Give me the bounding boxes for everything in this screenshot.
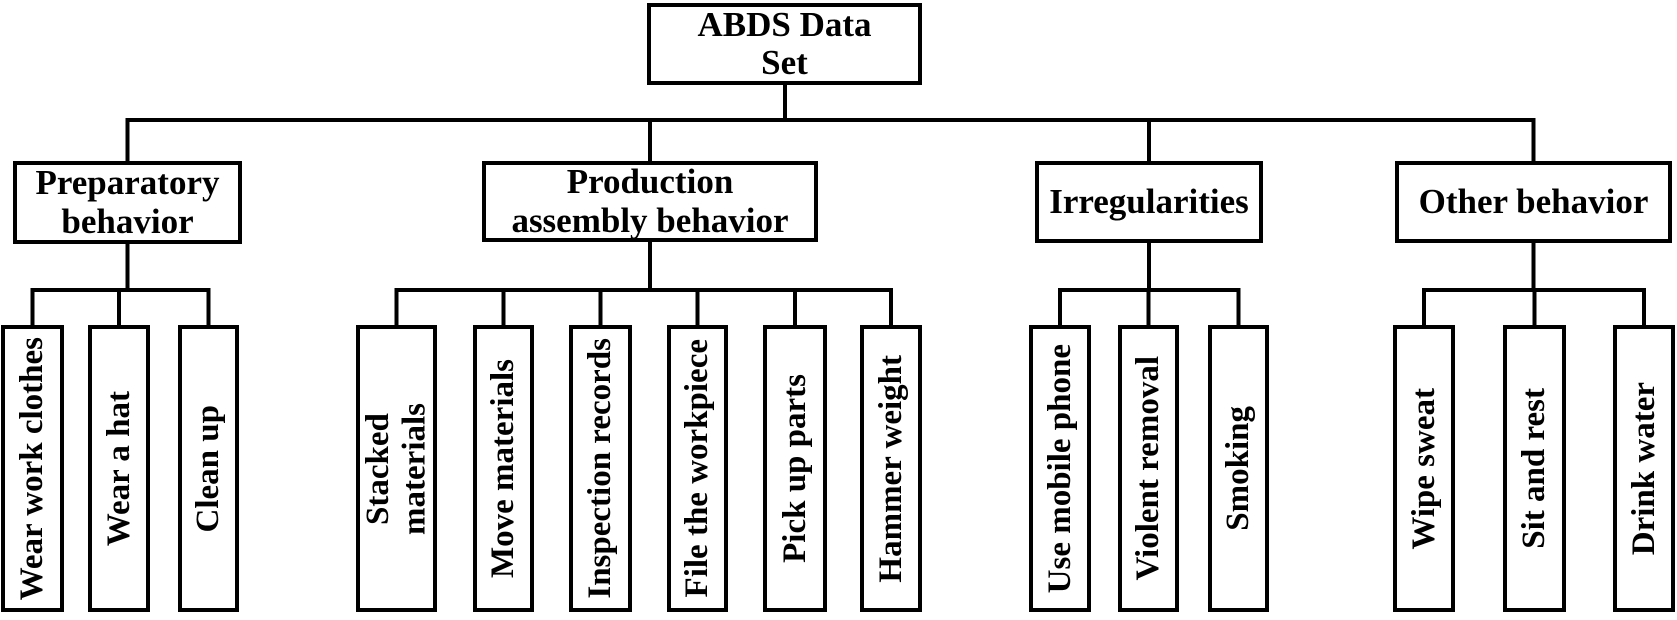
leaf-violent-removal: Violent removal — [1118, 325, 1179, 612]
node-label: Other behavior — [1418, 181, 1649, 221]
leaf-pick-up-parts: Pick up parts — [763, 325, 827, 612]
connector-group-production — [394, 240, 893, 327]
leaf-clean-up: Clean up — [178, 325, 239, 612]
leaf-label: Smoking — [1220, 406, 1257, 531]
leaf-label: Inspection records — [582, 338, 619, 599]
connector-group-other — [1422, 241, 1646, 327]
leaf-smoking: Smoking — [1208, 325, 1269, 612]
node-label: Production assembly behavior — [511, 162, 789, 240]
leaf-label: Drink water — [1625, 381, 1662, 556]
leaf-use-mobile-phone: Use mobile phone — [1029, 325, 1091, 612]
leaf-wear-work-clothes: Wear work clothes — [1, 325, 64, 612]
node-irregularities: Irregularities — [1035, 161, 1263, 243]
leaf-hammer-weight: Hammer weight — [860, 325, 922, 612]
leaf-stacked-materials: Stacked materials — [356, 325, 437, 612]
leaf-label: Use mobile phone — [1041, 343, 1078, 594]
node-preparatory-behavior: Preparatory behavior — [13, 161, 242, 244]
leaf-move-materials: Move materials — [473, 325, 534, 612]
node-label: Irregularities — [1049, 181, 1249, 221]
leaf-label: Violent removal — [1130, 356, 1167, 581]
leaf-label: Hammer weight — [872, 354, 909, 583]
node-other-behavior: Other behavior — [1395, 161, 1672, 243]
node-label: ABDS Data Set — [697, 4, 872, 82]
leaf-file-the-workpiece: File the workpiece — [667, 325, 728, 612]
leaf-label: Pick up parts — [776, 374, 813, 563]
leaf-label: Wear work clothes — [14, 336, 51, 601]
leaf-label: Wipe sweat — [1405, 387, 1442, 550]
leaf-label: Sit and rest — [1516, 388, 1553, 549]
leaf-label: Stacked materials — [360, 402, 433, 535]
node-abds-data-set: ABDS Data Set — [647, 3, 922, 85]
leaf-wipe-sweat: Wipe sweat — [1393, 325, 1455, 612]
leaf-sit-and-rest: Sit and rest — [1503, 325, 1566, 612]
leaf-drink-water: Drink water — [1613, 325, 1675, 612]
leaf-label: Clean up — [190, 404, 227, 533]
leaf-inspection-records: Inspection records — [569, 325, 632, 612]
connector-group-preparatory — [30, 242, 211, 327]
leaf-label: Move materials — [485, 359, 522, 578]
leaf-label: Wear a hat — [100, 390, 137, 547]
connector-group-irregularities — [1058, 241, 1241, 327]
node-label: Preparatory behavior — [35, 163, 220, 241]
node-production-assembly-behavior: Production assembly behavior — [482, 161, 818, 242]
leaf-label: File the workpiece — [679, 339, 716, 598]
leaf-wear-a-hat: Wear a hat — [88, 325, 150, 612]
connector-root-trunk — [125, 83, 1536, 163]
